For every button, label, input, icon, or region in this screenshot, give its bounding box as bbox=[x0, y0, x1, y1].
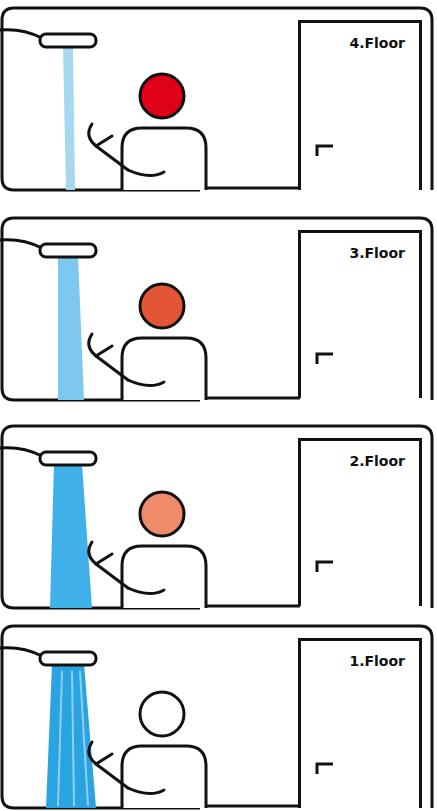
panel bbox=[0, 426, 432, 608]
floor-label: 3.Floor bbox=[349, 245, 405, 261]
floor-label: 1.Floor bbox=[349, 653, 405, 669]
panel bbox=[0, 626, 432, 808]
floor-label: 4.Floor bbox=[349, 35, 405, 51]
door: 4.Floor bbox=[298, 20, 422, 190]
panel bbox=[0, 8, 432, 190]
door: 1.Floor bbox=[298, 638, 422, 808]
panel bbox=[0, 218, 432, 400]
door-handle bbox=[315, 351, 339, 365]
door-handle bbox=[315, 559, 339, 573]
door-handle bbox=[315, 143, 339, 157]
floor-label: 2.Floor bbox=[349, 453, 405, 469]
door: 2.Floor bbox=[298, 438, 422, 606]
door: 3.Floor bbox=[298, 230, 422, 398]
door-handle bbox=[315, 761, 339, 775]
